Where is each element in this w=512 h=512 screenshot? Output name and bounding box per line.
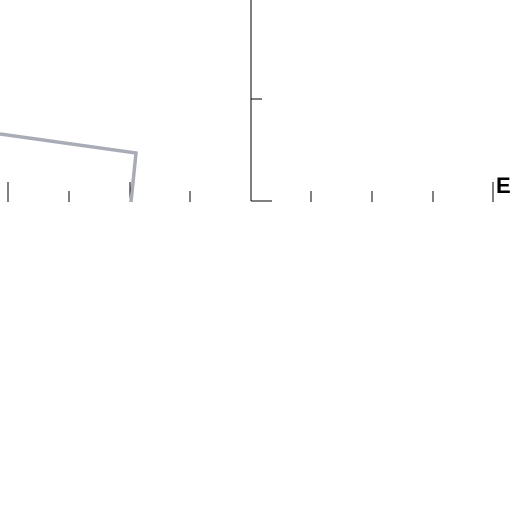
gray-outline-shape — [0, 132, 138, 203]
east-axis-label: E — [496, 173, 511, 198]
horizontal-axis-ticks — [7, 182, 494, 202]
